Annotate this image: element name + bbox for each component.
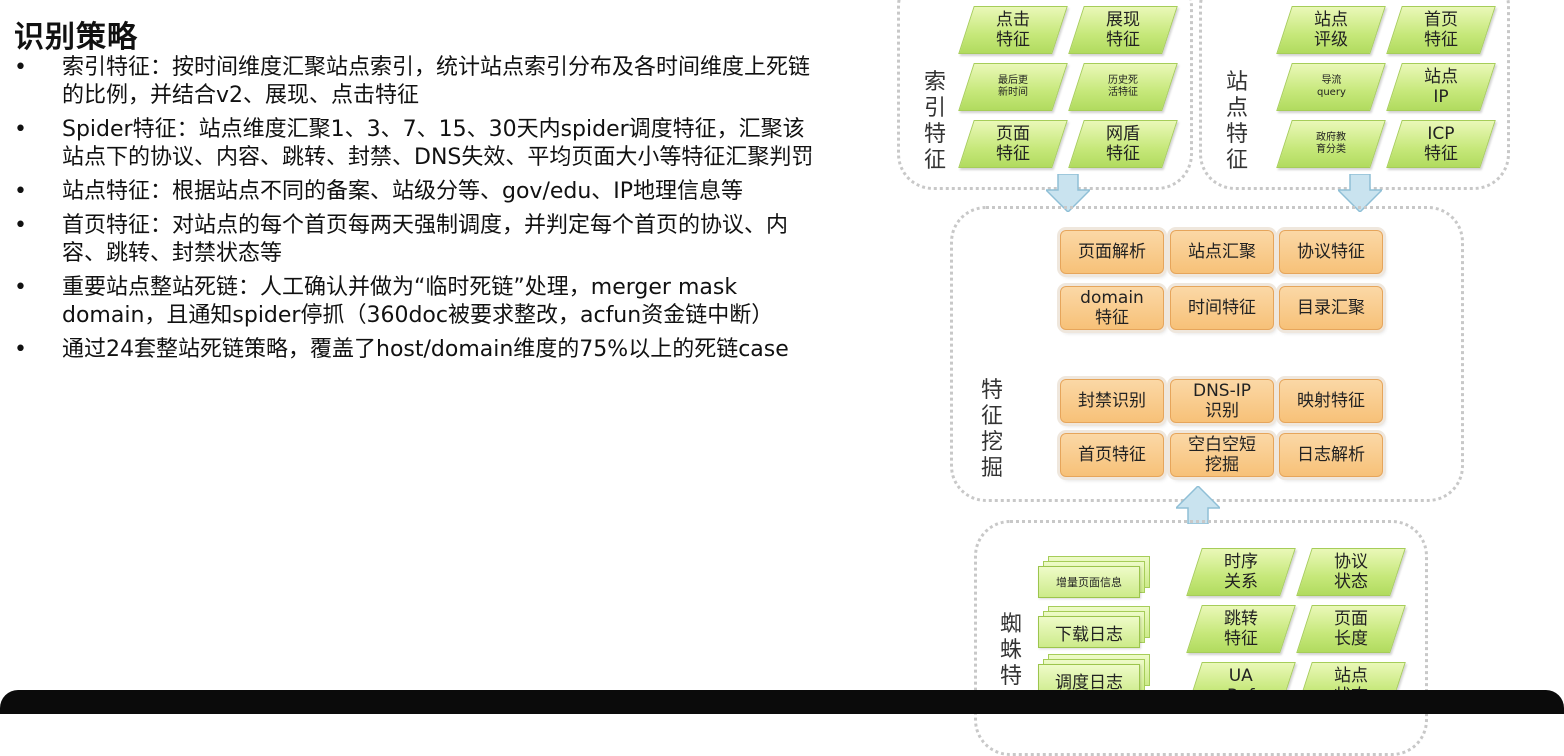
bullet-text: 首页特征：对站点的每个首页每两天强制调度，并判定每个首页的协议、内容、跳转、封禁… [62, 213, 789, 266]
bullet-item: • 通过24套整站死链策略，覆盖了host/domain维度的75%以上的死链ca… [14, 336, 814, 364]
label-char: 征 [1225, 148, 1248, 173]
label-char: 点 [1225, 96, 1248, 121]
bullet-item: • Spider特征：站点维度汇聚1、3、7、15、30天内spider调度特征，… [14, 116, 814, 172]
node-label: 跳转 特征 [1224, 609, 1258, 649]
node-label: 网盾 特征 [1106, 124, 1140, 164]
node-label: 协议 状态 [1334, 552, 1368, 592]
blank-short-mining-node: 空白空短 挖掘 [1170, 433, 1274, 477]
log-label: 下载日志 [1038, 616, 1140, 648]
download-log: 下载日志 [1038, 606, 1150, 648]
incremental-page-info-log: 增量页面信息 [1038, 556, 1150, 598]
node-label: 页面 长度 [1334, 609, 1368, 649]
page-parsing-node: 页面解析 [1060, 230, 1164, 274]
directory-aggregation-node: 目录汇聚 [1279, 286, 1383, 330]
time-feature-node: 时间特征 [1170, 286, 1274, 330]
bullet-text: 索引特征：按时间维度汇聚站点索引，统计站点索引分布及各时间维度上死链的比例，并结… [62, 55, 811, 108]
label-char: 征 [923, 148, 946, 173]
protocol-feature-node: 协议特征 [1279, 230, 1383, 274]
mapping-feature-node: 映射特征 [1279, 379, 1383, 423]
label-char: 征 [980, 404, 1003, 429]
label-char: 蛛 [999, 638, 1022, 663]
node-label: 页面 特征 [996, 124, 1030, 164]
node-label: 导流 query [1316, 75, 1346, 98]
last-update-time-node: 最后更 新时间 [958, 63, 1068, 111]
redirect-feature-node: 跳转 特征 [1186, 605, 1296, 653]
node-label: 站点 评级 [1314, 10, 1348, 50]
bullet-text: 重要站点整站死链：人工确认并做为“临时死链”处理，merger mask dom… [62, 275, 774, 328]
site-ip-node: 站点 IP [1386, 63, 1496, 111]
homepage-feature-node: 首页 特征 [1386, 6, 1496, 54]
page-length-node: 页面 长度 [1296, 605, 1406, 653]
node-label: 历史死 活特征 [1108, 75, 1138, 98]
label-char: 索 [923, 70, 946, 95]
label-char: 特 [923, 122, 946, 147]
bullet-list: • 索引特征：按时间维度汇聚站点索引，统计站点索引分布及各时间维度上死链的比例，并… [14, 54, 814, 370]
down-arrow-icon [1338, 174, 1382, 212]
domain-feature-node: domain 特征 [1060, 286, 1164, 330]
bullet-item: • 重要站点整站死链：人工确认并做为“临时死链”处理，merger mask do… [14, 274, 814, 330]
label-char: 挖 [980, 430, 1003, 455]
bullet-marker: • [14, 179, 27, 204]
bullet-marker: • [14, 213, 27, 238]
feature-mining-label: 特 征 挖 掘 [979, 378, 1005, 482]
traffic-query-node: 导流 query [1276, 63, 1386, 111]
ban-detection-node: 封禁识别 [1060, 379, 1164, 423]
bullet-item: • 索引特征：按时间维度汇聚站点索引，统计站点索引分布及各时间维度上死链的比例，并… [14, 54, 814, 110]
node-label: 展现 特征 [1106, 10, 1140, 50]
log-label: 增量页面信息 [1038, 566, 1140, 598]
bullet-item: • 首页特征：对站点的每个首页每两天强制调度，并判定每个首页的协议、内容、跳转、封… [14, 212, 814, 268]
node-label: ICP 特征 [1424, 124, 1458, 164]
node-label: 站点 IP [1424, 67, 1458, 107]
bullet-marker: • [14, 55, 27, 80]
history-alive-feature-node: 历史死 活特征 [1068, 63, 1178, 111]
bullet-text: Spider特征：站点维度汇聚1、3、7、15、30天内spider调度特征，汇… [62, 117, 814, 170]
node-label: 政府教 育分类 [1316, 132, 1346, 155]
node-label: 首页 特征 [1424, 10, 1458, 50]
site-rating-node: 站点 评级 [1276, 6, 1386, 54]
click-feature-node: 点击 特征 [958, 6, 1068, 54]
page-feature-node: 页面 特征 [958, 120, 1068, 168]
timing-relation-node: 时序 关系 [1186, 548, 1296, 596]
dns-ip-detection-node: DNS-IP 识别 [1170, 379, 1274, 423]
label-char: 特 [1225, 122, 1248, 147]
label-char: 特 [999, 664, 1022, 689]
label-char: 蜘 [999, 612, 1022, 637]
bullet-marker: • [14, 117, 27, 142]
protocol-status-node: 协议 状态 [1296, 548, 1406, 596]
label-char: 掘 [980, 456, 1003, 481]
down-arrow-icon [1046, 174, 1090, 212]
bullet-marker: • [14, 337, 27, 362]
site-aggregation-node: 站点汇聚 [1170, 230, 1274, 274]
bullet-item: • 站点特征：根据站点不同的备案、站级分等、gov/edu、IP地理信息等 [14, 178, 814, 206]
label-char: 特 [980, 378, 1003, 403]
index-features-region [897, 0, 1193, 190]
impression-feature-node: 展现 特征 [1068, 6, 1178, 54]
slide-title: 识别策略 [14, 20, 138, 55]
label-char: 站 [1225, 70, 1248, 95]
label-char: 引 [923, 96, 946, 121]
bullet-text: 通过24套整站死链策略，覆盖了host/domain维度的75%以上的死链cas… [62, 337, 789, 362]
log-parsing-node: 日志解析 [1279, 433, 1383, 477]
bullet-text: 站点特征：根据站点不同的备案、站级分等、gov/edu、IP地理信息等 [62, 179, 744, 204]
site-features-label: 站 点 特 征 [1224, 70, 1250, 174]
schedule-log: 调度日志 [1038, 654, 1150, 696]
node-label: 时序 关系 [1224, 552, 1258, 592]
spider-features-label: 蜘 蛛 特 [998, 612, 1024, 690]
bullet-marker: • [14, 275, 27, 300]
index-features-label: 索 引 特 征 [922, 70, 948, 174]
web-shield-feature-node: 网盾 特征 [1068, 120, 1178, 168]
up-arrow-icon [1176, 486, 1220, 524]
homepage-feature-mining-node: 首页特征 [1060, 433, 1164, 477]
bottom-bar [0, 690, 1564, 714]
icp-feature-node: ICP 特征 [1386, 120, 1496, 168]
node-label: 最后更 新时间 [998, 75, 1028, 98]
node-label: 点击 特征 [996, 10, 1030, 50]
gov-edu-category-node: 政府教 育分类 [1276, 120, 1386, 168]
